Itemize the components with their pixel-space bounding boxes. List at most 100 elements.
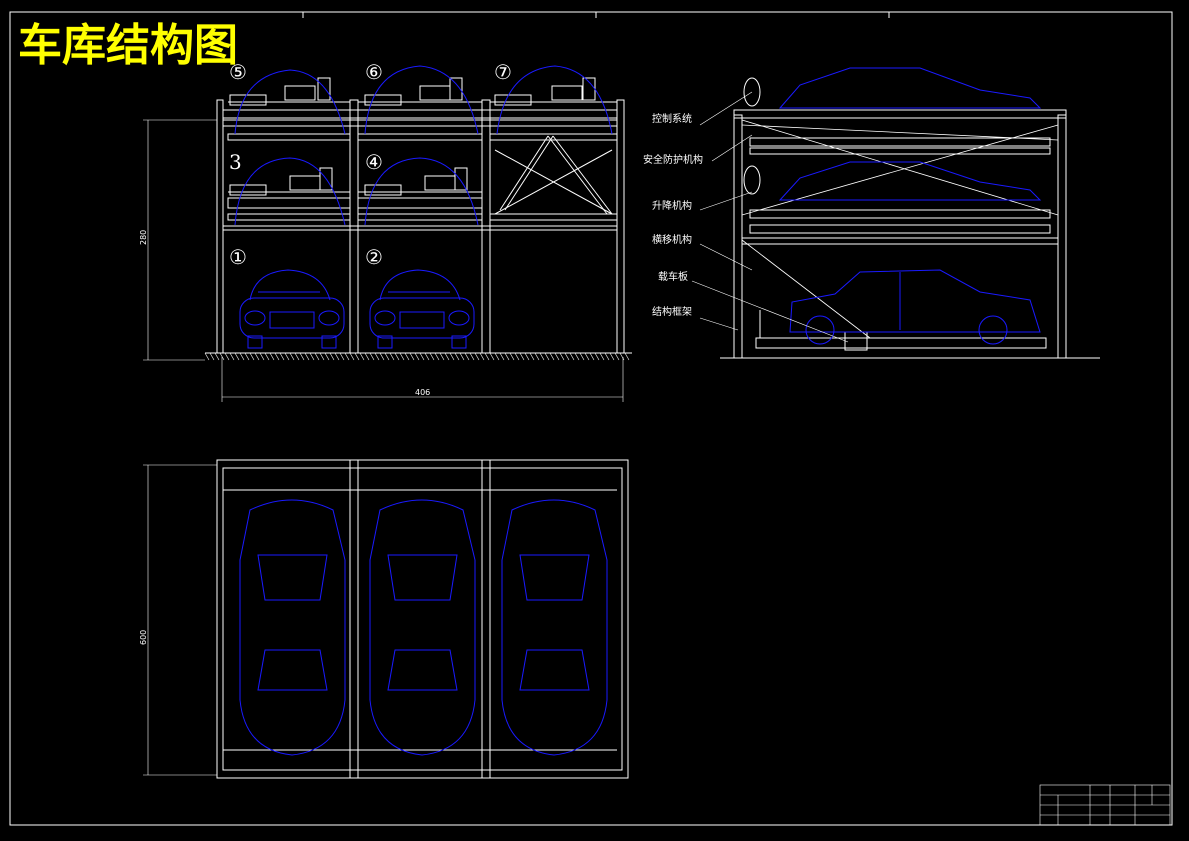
hatch-stroke <box>284 352 290 361</box>
hatch-stroke <box>514 352 520 361</box>
hatch-stroke <box>584 352 590 361</box>
slot-number-1: ① <box>229 245 247 269</box>
slot-number-5: ⑤ <box>229 60 247 84</box>
hatch-stroke <box>499 352 505 361</box>
border-ticks <box>302 12 890 18</box>
hatch-stroke <box>459 352 465 361</box>
hatch-stroke <box>339 352 345 361</box>
hatch-stroke <box>574 352 580 361</box>
hatch-stroke <box>379 352 385 361</box>
hatch-stroke <box>624 352 630 361</box>
hatch-stroke <box>299 352 305 361</box>
hatch-stroke <box>494 352 500 361</box>
plan-dim-depth: 600 <box>139 630 148 645</box>
front-dim-height: 280 <box>139 230 148 245</box>
hatch-stroke <box>474 352 480 361</box>
hatch-stroke <box>254 352 260 361</box>
hatch-stroke <box>269 352 275 361</box>
hatch-stroke <box>569 352 575 361</box>
hatch-stroke <box>564 352 570 361</box>
hatch-stroke <box>304 352 310 361</box>
hatch-stroke <box>469 352 475 361</box>
hatch-stroke <box>389 352 395 361</box>
hatch-stroke <box>489 352 495 361</box>
side-leaders <box>691 91 849 343</box>
hatch-stroke <box>544 352 550 361</box>
drawing-title: 车库结构图 <box>18 20 238 71</box>
hatch-stroke <box>244 352 250 361</box>
hatch-stroke <box>479 352 485 361</box>
hatch-stroke <box>239 352 245 361</box>
hatch-stroke <box>404 352 410 361</box>
side-frame <box>733 109 1067 359</box>
hatch-stroke <box>384 352 390 361</box>
hatch-stroke <box>249 352 255 361</box>
slot-number-3: 3 <box>229 150 242 174</box>
hatch-stroke <box>554 352 560 361</box>
front-car-2 <box>369 269 475 349</box>
front-top-beams <box>222 109 618 231</box>
hatch-stroke <box>454 352 460 361</box>
hatch-stroke <box>229 352 235 361</box>
hatch-stroke <box>399 352 405 361</box>
front-dimension-lines <box>143 119 624 402</box>
hatch-stroke <box>214 352 220 361</box>
hatch-stroke <box>259 352 265 361</box>
hatch-stroke <box>319 352 325 361</box>
hatch-stroke <box>279 352 285 361</box>
hatch-stroke <box>219 352 225 361</box>
hatch-stroke <box>349 352 355 361</box>
hatch-stroke <box>589 352 595 361</box>
hatch-stroke <box>539 352 545 361</box>
hatch-stroke <box>504 352 510 361</box>
hatch-stroke <box>359 352 365 361</box>
front-view: ⑤ ⑥ ⑦ 3 ④ ① ② 280 406 <box>139 60 632 402</box>
label-safety-mechanism: 安全防护机构 <box>643 153 703 166</box>
side-ground-car <box>789 269 1041 345</box>
front-car-1 <box>239 269 345 349</box>
label-pallet: 载车板 <box>658 270 688 283</box>
hatch-stroke <box>579 352 585 361</box>
hatch-stroke <box>529 352 535 361</box>
hatch-stroke <box>324 352 330 361</box>
hatch-stroke <box>559 352 565 361</box>
hatch-stroke <box>599 352 605 361</box>
hatch-stroke <box>449 352 455 361</box>
hatch-stroke <box>409 352 415 361</box>
front-pallets <box>227 133 618 221</box>
label-traverse-mechanism: 横移机构 <box>652 233 692 246</box>
hatch-stroke <box>444 352 450 361</box>
hatch-stroke <box>334 352 340 361</box>
label-control-system: 控制系统 <box>652 112 692 125</box>
hatch-stroke <box>484 352 490 361</box>
plan-view: 600 <box>139 459 629 779</box>
label-lift-mechanism: 升降机构 <box>652 199 692 212</box>
hatch-stroke <box>419 352 425 361</box>
label-structure-frame: 结构框架 <box>652 305 692 318</box>
front-upper-cars <box>234 65 613 226</box>
hatch-stroke <box>369 352 375 361</box>
side-view: 控制系统 安全防护机构 升降机构 横移机构 载车板 结构框架 <box>643 67 1100 359</box>
front-ground-hatch <box>204 352 630 361</box>
hatch-stroke <box>464 352 470 361</box>
hatch-stroke <box>314 352 320 361</box>
front-motors <box>229 77 596 196</box>
plan-cars <box>239 499 608 756</box>
hatch-stroke <box>434 352 440 361</box>
hatch-stroke <box>429 352 435 361</box>
scissor-lift <box>489 135 618 221</box>
hatch-stroke <box>209 352 215 361</box>
hatch-stroke <box>614 352 620 361</box>
hatch-stroke <box>619 352 625 361</box>
plan-frame <box>216 459 629 779</box>
hatch-stroke <box>414 352 420 361</box>
hatch-stroke <box>604 352 610 361</box>
side-upper-cars <box>778 67 1042 201</box>
plan-dimension-lines <box>143 464 217 776</box>
hatch-stroke <box>329 352 335 361</box>
title-block <box>1039 784 1171 826</box>
hatch-stroke <box>294 352 300 361</box>
drawing-border <box>9 11 1173 826</box>
front-dim-width: 406 <box>415 388 430 397</box>
